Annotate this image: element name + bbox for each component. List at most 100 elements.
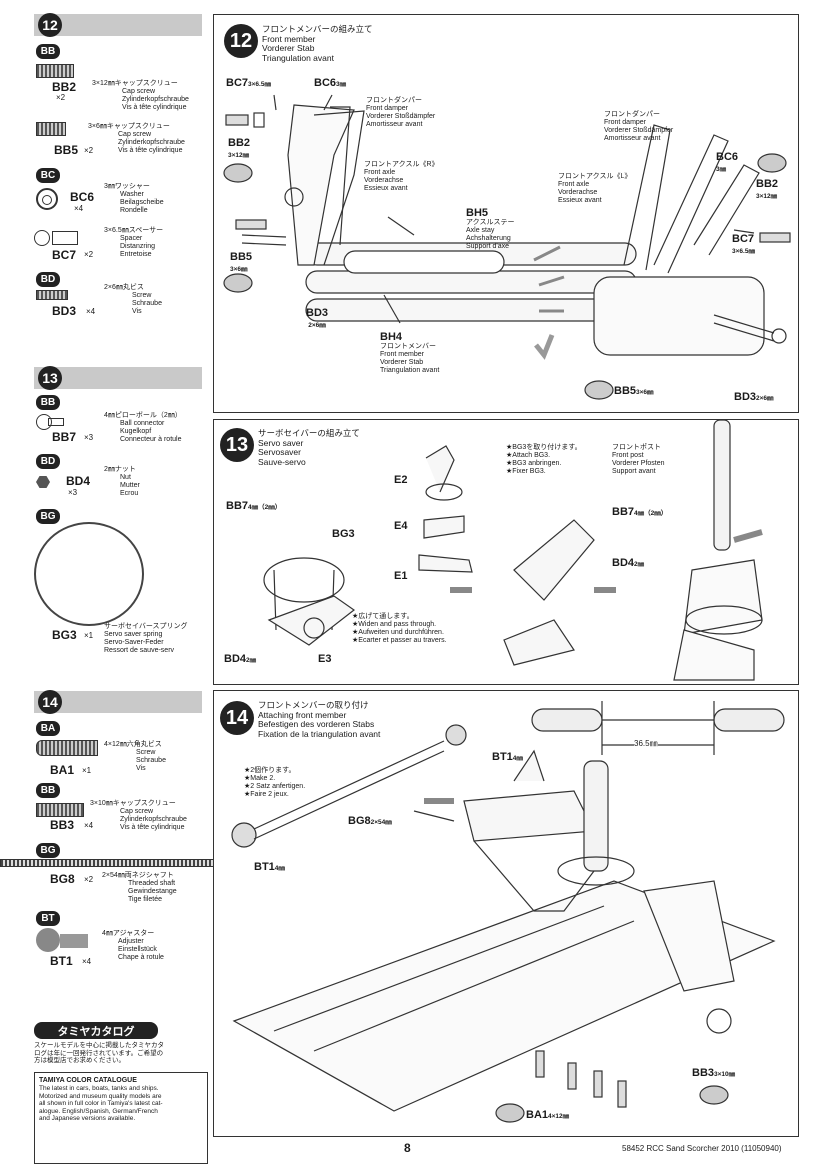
- part-code: BG8: [50, 872, 75, 886]
- label-bb3: BB33×10㎜: [692, 1067, 736, 1079]
- label-bd4-r: BD42㎜: [612, 557, 645, 569]
- catalog-jp-text: スケールモデルを中心に掲載したタミヤカタログは年に一回発行されています。ご希望の…: [34, 1042, 164, 1064]
- hex-nut-icon: [36, 476, 50, 488]
- part-code: BB5: [54, 143, 79, 157]
- part-qty: ×2: [84, 875, 94, 884]
- part-code: BC7: [52, 248, 77, 262]
- part-code: BD4: [66, 474, 91, 488]
- make-two-note: ★2個作ります。★Make 2.★2 Satz anfertigen.★Fair…: [244, 767, 306, 798]
- threaded-shaft-icon: [0, 859, 246, 867]
- ball-connector-shaft-icon: [48, 418, 64, 426]
- part-qty: ×1: [84, 631, 94, 640]
- cap-screw-10mm-icon: [36, 803, 84, 817]
- bag-ba-badge: BA: [36, 721, 60, 736]
- step-12-badge: 12: [38, 13, 62, 37]
- catalog-title: TAMIYA COLOR CATALOGUE: [39, 1077, 137, 1084]
- bag-bc-badge: BC: [36, 168, 60, 183]
- catalog-body: The latest in cars, boats, tanks and shi…: [39, 1085, 163, 1122]
- cap-screw-12mm-icon: [36, 64, 74, 78]
- label-bd3-r: BD32×6㎜: [734, 391, 774, 403]
- part-code: BG3: [52, 628, 77, 642]
- spacer-side-icon: [52, 231, 78, 245]
- step-14-illustration: [231, 701, 785, 1123]
- label-bd4: BD42㎜: [224, 653, 257, 665]
- label-bb5-r: BB53×6㎜: [614, 385, 654, 397]
- part-qty: ×2: [84, 146, 94, 155]
- page-number: 8: [404, 1141, 411, 1155]
- part-code: BT1: [50, 954, 73, 968]
- attach-note: ★BG3を取り付けます。★Attach BG3.★BG3 anbringen.★…: [506, 444, 582, 475]
- label-bt1-top: BT14㎜: [492, 751, 523, 763]
- step-14-number: 14: [220, 701, 254, 735]
- part-qty: ×4: [74, 204, 84, 213]
- dimension-36-5mm: 36.5㎜: [634, 738, 658, 749]
- part-code: BD3: [52, 304, 77, 318]
- part-qty: ×1: [82, 766, 92, 775]
- label-e1: E1: [394, 570, 408, 582]
- adjuster-body-icon: [60, 934, 88, 948]
- step-14-badge: 14: [38, 690, 62, 714]
- part-code: BA1: [50, 763, 75, 777]
- step-14-parts-bar: [34, 691, 202, 713]
- part-code: BB2: [52, 80, 77, 94]
- part-qty: ×3: [84, 433, 94, 442]
- step-13-badge: 13: [38, 366, 62, 390]
- catalog-banner: タミヤカタログ: [34, 1022, 158, 1039]
- part-code: BC6: [70, 190, 95, 204]
- label-bc7: BC73×6.5㎜: [226, 77, 271, 89]
- step-12-parts-bar: [34, 14, 202, 36]
- label-e3: E3: [318, 653, 332, 665]
- part-qty: ×4: [84, 821, 94, 830]
- label-bc6: BC63㎜: [314, 77, 347, 89]
- kit-code: 58452 RCC Sand Scorcher 2010 (11050940): [622, 1144, 782, 1153]
- ball-connector-icon: [36, 414, 52, 430]
- label-ba1: BA14×12㎜: [526, 1109, 570, 1121]
- servo-saver-spring-icon: [34, 522, 144, 626]
- bag-bb-badge: BB: [36, 395, 60, 410]
- part-qty: ×3: [68, 488, 78, 497]
- label-e2: E2: [394, 474, 408, 486]
- step-13-parts-bar: [34, 367, 202, 389]
- widen-note: ★広げて通します。★Widen and pass through.★Aufwei…: [352, 613, 447, 644]
- bag-bb-badge: BB: [36, 783, 60, 798]
- label-bg8: BG82×54㎜: [348, 815, 392, 827]
- part-qty: ×4: [82, 957, 92, 966]
- part-qty: ×4: [86, 307, 96, 316]
- part-code: BB3: [50, 818, 75, 832]
- label-bg3: BG3: [332, 528, 355, 540]
- step-12-number: 12: [224, 24, 258, 58]
- bag-bd-badge: BD: [36, 454, 60, 469]
- bag-bt-badge: BT: [36, 911, 60, 926]
- part-qty: ×2: [84, 250, 94, 259]
- bag-bd-badge: BD: [36, 272, 60, 287]
- label-e4: E4: [394, 520, 408, 532]
